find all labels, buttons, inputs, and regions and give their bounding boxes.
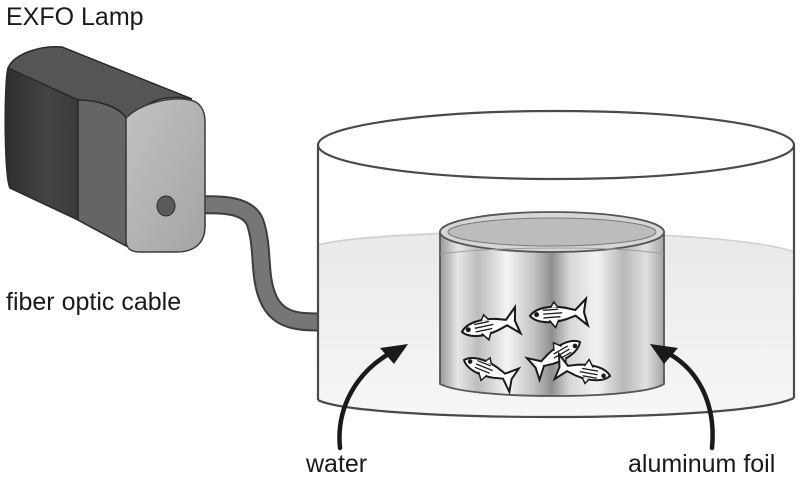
foil-label: aluminum foil <box>628 450 776 478</box>
exfo-lamp <box>4 45 206 253</box>
foil-arrow-icon <box>650 344 715 451</box>
water-arrow-icon <box>337 344 408 451</box>
water-label: water <box>306 450 368 478</box>
lamp-label: EXFO Lamp <box>6 3 144 31</box>
cable-label: fiber optic cable <box>6 288 182 316</box>
